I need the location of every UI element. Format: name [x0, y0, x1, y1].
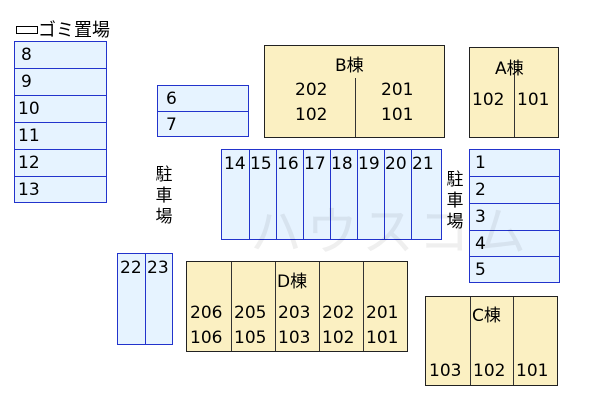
- parking-space-21: 21: [412, 154, 434, 174]
- parking-space-20: 20: [385, 154, 407, 174]
- parking-space-12: 12: [18, 153, 40, 173]
- unit-d-205: 205: [234, 303, 267, 323]
- unit-d-206: 206: [190, 303, 223, 323]
- unit-a-102: 102: [472, 90, 505, 110]
- unit-a-101: 101: [517, 90, 550, 110]
- building-d: D棟 206 205 203 202 201 106 105 103 102 1…: [186, 261, 408, 352]
- parking-block-center: 14 15 16 17 18 19 20 21: [221, 149, 442, 240]
- parking-space-2: 2: [475, 180, 486, 200]
- parking-space-1: 1: [475, 153, 486, 173]
- parking-label-text: 駐車場: [446, 170, 464, 232]
- building-a: A棟 102 101: [469, 47, 559, 138]
- parking-block-pair: 6 7: [157, 85, 249, 137]
- parking-label-text: 駐車場: [155, 165, 173, 227]
- parking-space-19: 19: [358, 154, 380, 174]
- unit-d-105: 105: [234, 328, 267, 348]
- parking-space-4: 4: [475, 234, 486, 254]
- unit-b-202: 202: [295, 80, 328, 100]
- building-c: C棟 103 102 101: [425, 296, 558, 386]
- garbage-station: ゴミ置場: [16, 20, 156, 42]
- parking-space-22: 22: [120, 258, 142, 278]
- parking-space-7: 7: [166, 115, 177, 135]
- unit-d-203: 203: [278, 303, 311, 323]
- parking-space-23: 23: [147, 258, 169, 278]
- unit-c-103: 103: [429, 361, 462, 381]
- unit-c-101: 101: [516, 361, 549, 381]
- unit-d-106: 106: [190, 328, 223, 348]
- parking-space-15: 15: [250, 154, 272, 174]
- parking-space-18: 18: [331, 154, 353, 174]
- building-d-name: D棟: [277, 272, 308, 292]
- garbage-station-label: ゴミ置場: [38, 20, 110, 41]
- parking-space-17: 17: [304, 154, 326, 174]
- garbage-station-icon: [16, 26, 38, 34]
- parking-space-13: 13: [18, 180, 40, 200]
- building-a-name: A棟: [495, 59, 524, 79]
- parking-space-16: 16: [277, 154, 299, 174]
- parking-block-left: 8 9 10 11 12 13: [14, 41, 107, 203]
- unit-c-102: 102: [473, 361, 506, 381]
- parking-block-right: 1 2 3 4 5: [469, 149, 560, 283]
- parking-space-9: 9: [21, 72, 32, 92]
- parking-space-8: 8: [21, 45, 32, 65]
- parking-space-5: 5: [475, 260, 486, 280]
- unit-d-201: 201: [366, 303, 399, 323]
- building-b-name: B棟: [335, 56, 364, 76]
- unit-b-101: 101: [381, 105, 414, 125]
- parking-space-14: 14: [224, 154, 246, 174]
- unit-d-102: 102: [322, 328, 355, 348]
- parking-space-11: 11: [18, 126, 40, 146]
- unit-d-101: 101: [366, 328, 399, 348]
- building-c-name: C棟: [472, 306, 501, 326]
- parking-block-bottom: 22 23: [117, 253, 173, 345]
- building-b: B棟 202 201 102 101: [264, 45, 445, 138]
- unit-d-103: 103: [278, 328, 311, 348]
- parking-space-6: 6: [166, 89, 177, 109]
- unit-b-201: 201: [381, 80, 414, 100]
- unit-d-202: 202: [322, 303, 355, 323]
- parking-space-3: 3: [475, 207, 486, 227]
- watermark: ハウスコム: [250, 203, 531, 263]
- parking-space-10: 10: [18, 99, 40, 119]
- unit-b-102: 102: [295, 105, 328, 125]
